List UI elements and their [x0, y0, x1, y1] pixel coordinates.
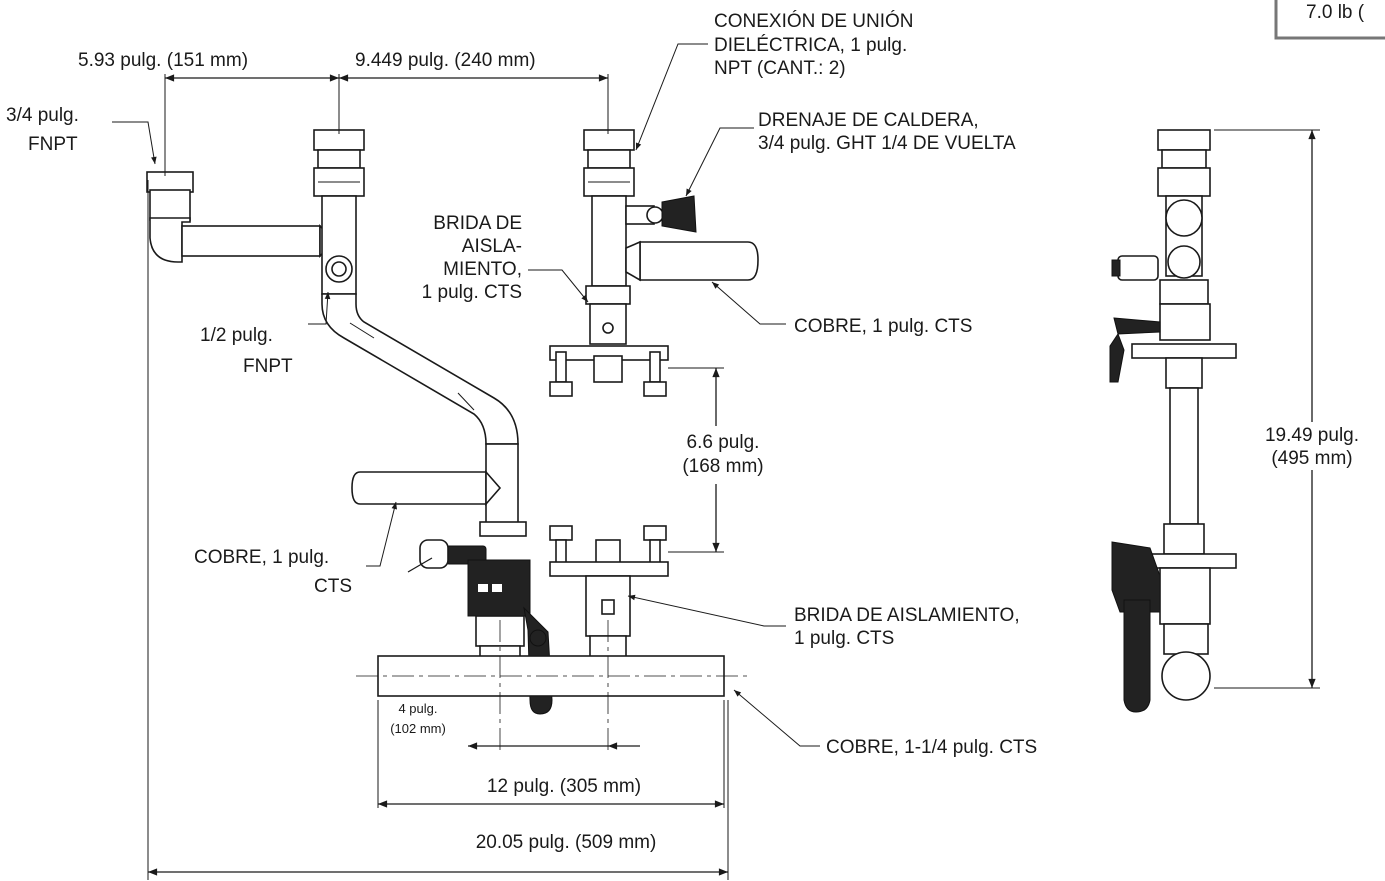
- header-label: COBRE, 1-1/4 pulg. CTS: [826, 737, 1037, 758]
- fnpt34-line1: 3/4 pulg.: [6, 105, 79, 126]
- dim-495-line2: (495 mm): [1271, 448, 1352, 469]
- side-view: [1109, 129, 1237, 713]
- copper-right-label: COBRE, 1 pulg. CTS: [794, 316, 972, 337]
- dim-509: 20.05 pulg. (509 mm): [476, 832, 657, 853]
- copper-left-line1: COBRE, 1 pulg.: [194, 547, 329, 568]
- flange-bot-line2: 1 pulg. CTS: [794, 628, 894, 649]
- flange-bot-line1: BRIDA DE AISLAMIENTO,: [794, 605, 1020, 626]
- weight-box: 7.0 lb (: [1274, 0, 1385, 40]
- right-return-assembly: [549, 129, 759, 673]
- flange-top-line3: MIENTO,: [443, 259, 522, 280]
- dim-151: 5.93 pulg. (151 mm): [78, 50, 248, 71]
- drain-line1: DRENAJE DE CALDERA,: [758, 110, 979, 131]
- dim-102-line1: 4 pulg.: [398, 701, 437, 716]
- dim-305: 12 pulg. (305 mm): [487, 776, 641, 797]
- weight-text: 7.0 lb (: [1306, 2, 1365, 23]
- drain-line2: 3/4 pulg. GHT 1/4 DE VUELTA: [758, 133, 1016, 154]
- header-pipe: [356, 620, 752, 752]
- fnpt12-line2: FNPT: [243, 356, 293, 377]
- dim-168-line2: (168 mm): [682, 456, 763, 477]
- union-line1: CONEXIÓN DE UNIÓN: [714, 10, 914, 32]
- flange-top-line1: BRIDA DE: [433, 213, 522, 234]
- dim-102-line2: (102 mm): [390, 721, 446, 736]
- leader-lines: [112, 43, 820, 747]
- dimension-lines: [147, 74, 1320, 880]
- dim-168-line1: 6.6 pulg.: [687, 432, 760, 453]
- fnpt12-line1: 1/2 pulg.: [200, 325, 273, 346]
- copper-left-line2: CTS: [314, 576, 352, 597]
- union-line3: NPT (CANT.: 2): [714, 58, 846, 79]
- union-line2: DIELÉCTRICA, 1 pulg.: [714, 35, 907, 56]
- dim-240: 9.449 pulg. (240 mm): [355, 50, 536, 71]
- flange-top-line4: 1 pulg. CTS: [422, 282, 522, 303]
- flange-top-line2: AISLA-: [462, 236, 522, 257]
- labels: 5.93 pulg. (151 mm) 9.449 pulg. (240 mm)…: [6, 10, 1359, 853]
- dim-495-line1: 19.49 pulg.: [1265, 425, 1359, 446]
- fnpt34-line2: FNPT: [28, 134, 78, 155]
